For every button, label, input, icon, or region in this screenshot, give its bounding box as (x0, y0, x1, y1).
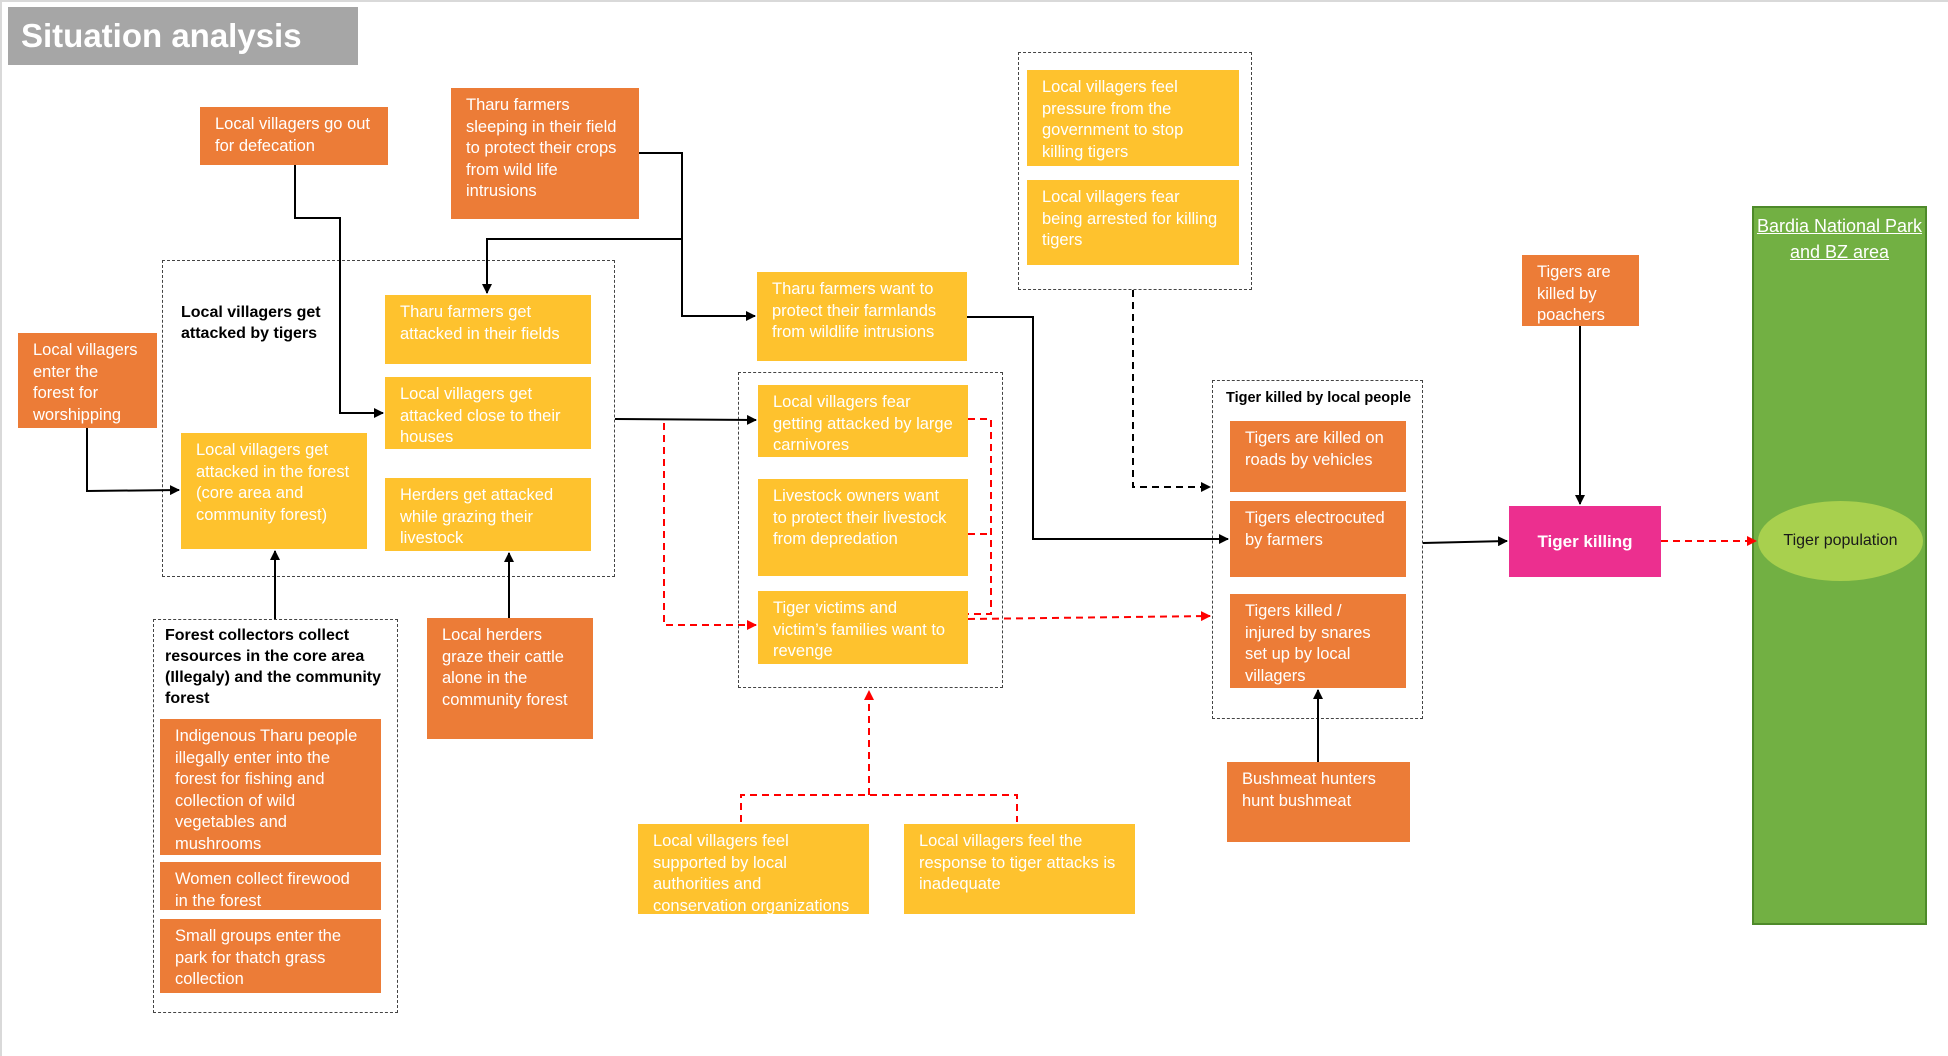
box-electrocuted: Tigers electrocuted by farmers (1230, 501, 1406, 577)
group-label-forest-collectors: Forest collectors collect resources in t… (165, 627, 382, 707)
box-tiger-killing: Tiger killing (1509, 506, 1661, 577)
box-tharu-protect-farmlands: Tharu farmers want to protect their farm… (757, 272, 967, 361)
box-local-herders: Local herders graze their cattle alone i… (427, 618, 593, 739)
frame-border-top (0, 0, 1948, 2)
bardia-panel-title: Bardia National Park and BZ area (1756, 216, 1923, 262)
box-tharu-sleeping: Tharu farmers sleeping in their field to… (451, 88, 639, 219)
red-arrow-feelings-to-group (740, 794, 1018, 822)
box-poachers: Tigers are killed by poachers (1522, 255, 1639, 326)
group-fears-motivations (738, 372, 1003, 688)
box-bushmeat: Bushmeat hunters hunt bushmeat (1227, 762, 1410, 842)
group-label-tiger-killed: Tiger killed by local people (1226, 390, 1412, 406)
box-feel-supported: Local villagers feel supported by local … (638, 824, 869, 915)
arrow-worship-to-forest (86, 428, 180, 496)
arrow-government-to-killed (1132, 290, 1211, 492)
box-tiger-victims: Tiger victims and victim’s families want… (758, 591, 968, 664)
box-fear-carnivores: Local villagers fear getting attacked by… (758, 385, 968, 457)
page-title: Situation analysis (8, 7, 358, 65)
arrow-killed-to-tiger-killing (1422, 536, 1508, 547)
arrow-sleeping-to-fields (482, 152, 683, 294)
box-thatch-grass: Small groups enter the park for thatch g… (160, 919, 381, 993)
box-killed-roads: Tigers are killed on roads by vehicles (1230, 421, 1406, 492)
arrow-sleeping-to-protect (681, 239, 756, 321)
red-arrow-victims-to-killed (967, 611, 1211, 622)
box-response-inadequate: Local villagers feel the response to tig… (904, 824, 1135, 914)
box-go-out-defecation: Local villagers go out for defecation (200, 107, 388, 165)
arrow-attacked-to-fear (614, 414, 757, 425)
box-livestock-owners: Livestock owners want to protect their l… (758, 479, 968, 576)
red-arrow-fear-to-victims (663, 423, 757, 630)
box-indigenous-tharu: Indigenous Tharu people illegally enter … (160, 719, 381, 855)
box-fear-arrested: Local villagers fear being arrested for … (1027, 180, 1239, 265)
box-women-firewood: Women collect firewood in the forest (160, 862, 381, 910)
red-connector-right-bracket (968, 418, 992, 615)
box-snares: Tigers killed / injured by snares set up… (1230, 594, 1406, 688)
box-herders-attacked: Herders get attacked while grazing their… (385, 478, 591, 551)
box-tharu-attacked-fields: Tharu farmers get attacked in their fiel… (385, 295, 591, 364)
box-pressure-government: Local villagers feel pressure from the g… (1027, 70, 1239, 166)
group-government-pressure (1018, 52, 1252, 290)
box-attacked-forest: Local villagers get attacked in the fore… (181, 433, 367, 549)
tiger-population-ellipse: Tiger population (1758, 501, 1923, 581)
frame-border-left (0, 0, 2, 1056)
arrow-protect-to-electrocuted (967, 316, 1229, 544)
group-attacked-by-tigers (162, 260, 615, 577)
group-forest-collectors (153, 619, 398, 1013)
group-label-attacked: Local villagers get attacked by tigers (181, 304, 321, 342)
box-attacked-houses: Local villagers get attacked close to th… (385, 377, 591, 449)
box-enter-worship: Local villagers enter the forest for wor… (18, 333, 157, 428)
arrow-defecation-to-houses (294, 165, 384, 418)
